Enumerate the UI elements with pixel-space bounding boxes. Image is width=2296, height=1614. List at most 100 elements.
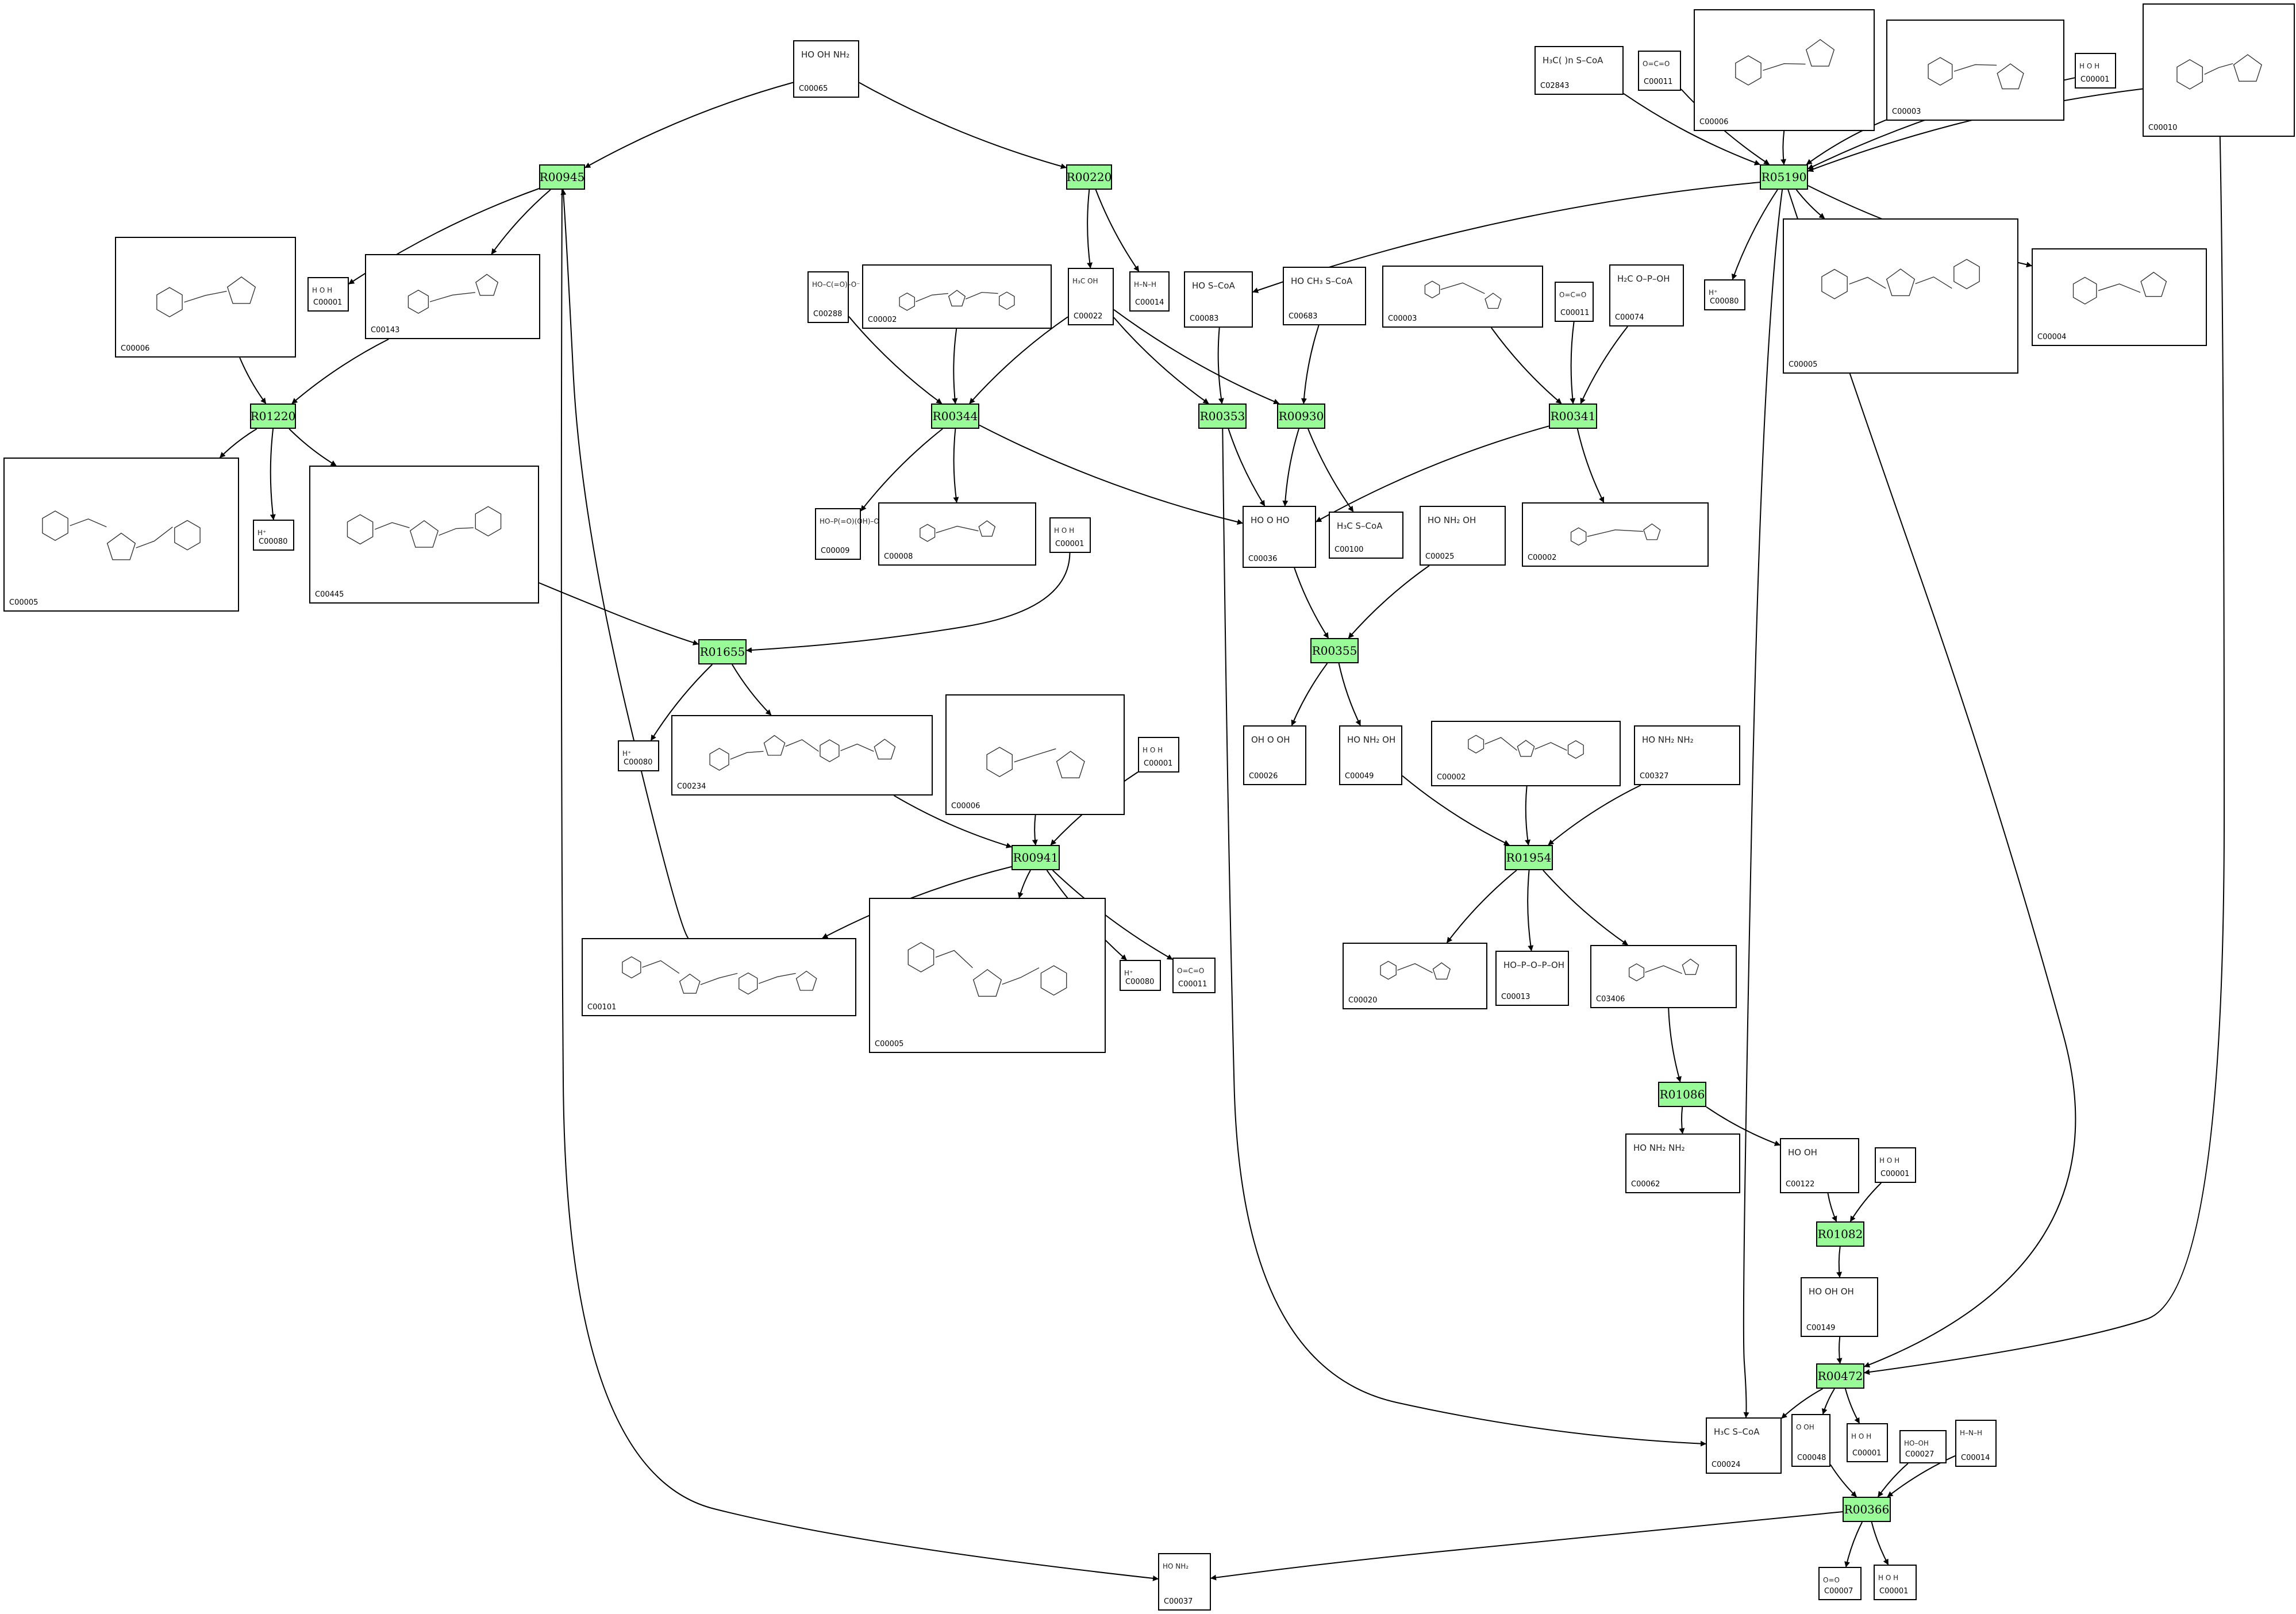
compound-formula: H⁺ — [1124, 969, 1133, 977]
compound-c00005[interactable]: C00005 — [1783, 218, 2018, 374]
compound-c00143[interactable]: C00143 — [365, 254, 540, 339]
reaction-r00341[interactable]: R00341 — [1549, 403, 1597, 429]
compound-c03406[interactable]: C03406 — [1590, 945, 1737, 1008]
reaction-r01220[interactable]: R01220 — [250, 403, 296, 429]
compound-c00080[interactable]: H⁺C00080 — [253, 520, 294, 551]
compound-code: C00004 — [2037, 333, 2067, 341]
reaction-r00945[interactable]: R00945 — [539, 164, 585, 190]
reaction-r01082[interactable]: R01082 — [1816, 1221, 1864, 1247]
reaction-r00472[interactable]: R00472 — [1816, 1363, 1864, 1389]
compound-c00003[interactable]: C00003 — [1382, 266, 1543, 328]
compound-c00003[interactable]: C00003 — [1886, 20, 2064, 121]
compound-c00080[interactable]: H⁺C00080 — [618, 740, 659, 771]
compound-c00002[interactable]: C00002 — [1431, 721, 1621, 786]
reaction-r00353[interactable]: R00353 — [1198, 403, 1247, 429]
edge-c_C00683-to-R00930 — [1301, 325, 1320, 404]
edge-R00341-to-c_C00036 — [1316, 425, 1549, 522]
compound-code: C00100 — [1334, 545, 1364, 554]
reaction-r00355[interactable]: R00355 — [1310, 638, 1359, 663]
compound-c00004[interactable]: C00004 — [2032, 248, 2207, 346]
compound-c00005[interactable]: C00005 — [869, 898, 1106, 1053]
compound-code: C00025 — [1425, 552, 1455, 561]
compound-c00080[interactable]: H⁺C00080 — [1120, 960, 1161, 991]
compound-code: C00002 — [1437, 773, 1466, 782]
reaction-r01086[interactable]: R01086 — [1658, 1082, 1706, 1107]
compound-c00006[interactable]: C00006 — [115, 237, 296, 358]
structure-drawing — [1468, 735, 1584, 759]
reaction-r00220[interactable]: R00220 — [1066, 164, 1112, 190]
compound-code: C00143 — [371, 326, 400, 335]
compound-c00100[interactable]: H₃C S–CoA C00100 — [1329, 512, 1403, 559]
compound-c00008[interactable]: C00008 — [878, 502, 1036, 566]
edge-c_C00327-to-R01954 — [1548, 785, 1641, 846]
edge-R00344-to-c_C00008 — [953, 428, 959, 503]
reaction-r05190[interactable]: R05190 — [1760, 164, 1808, 190]
compound-formula: OH O OH — [1251, 735, 1290, 745]
compound-code: C00001 — [313, 298, 343, 307]
compound-c00101[interactable]: C00101 — [582, 938, 856, 1016]
compound-c00234[interactable]: C00234 — [671, 715, 933, 796]
reaction-r00344[interactable]: R00344 — [931, 403, 979, 429]
reaction-r00366[interactable]: R00366 — [1843, 1497, 1891, 1522]
compound-formula: HO–P(=O)(OH)–OH — [820, 517, 884, 525]
compound-c00010[interactable]: C00010 — [2143, 3, 2295, 137]
compound-formula: H₃C S–CoA — [1337, 521, 1383, 531]
compound-code: C00001 — [2080, 75, 2110, 84]
structure-drawing — [1735, 39, 1835, 86]
compound-formula: H O H — [1054, 527, 1075, 535]
compound-formula: H–N–H — [1134, 280, 1157, 289]
compound-formula: H₂C O–P–OH — [1617, 274, 1670, 284]
compound-code: C00006 — [1699, 118, 1729, 126]
edge-R00355-to-c_C00049 — [1338, 663, 1361, 726]
compound-c00005[interactable]: C00005 — [3, 458, 239, 612]
compound-c00002[interactable]: C00002 — [862, 264, 1052, 329]
compound-code: C00001 — [1879, 1587, 1909, 1596]
edge-R01220-to-c_C00445 — [289, 428, 337, 466]
compound-c00002[interactable]: C00002 — [1522, 502, 1709, 567]
reaction-r01954[interactable]: R01954 — [1505, 845, 1553, 870]
compound-c00006[interactable]: C00006 — [945, 694, 1125, 815]
compound-c00020[interactable]: C00020 — [1343, 943, 1487, 1009]
compound-c00080[interactable]: H⁺C00080 — [1704, 279, 1745, 310]
compound-formula: HO NH₂ NH₂ — [1633, 1143, 1685, 1153]
compound-c00445[interactable]: C00445 — [309, 466, 539, 604]
compound-c00006[interactable]: C00006 — [1694, 9, 1875, 131]
reaction-r00930[interactable]: R00930 — [1277, 403, 1325, 429]
compound-c00288[interactable]: HO–C(=O)–O⁻C00288 — [807, 271, 860, 323]
reaction-r01655[interactable]: R01655 — [698, 639, 747, 664]
reaction-r00941[interactable]: R00941 — [1012, 845, 1060, 870]
